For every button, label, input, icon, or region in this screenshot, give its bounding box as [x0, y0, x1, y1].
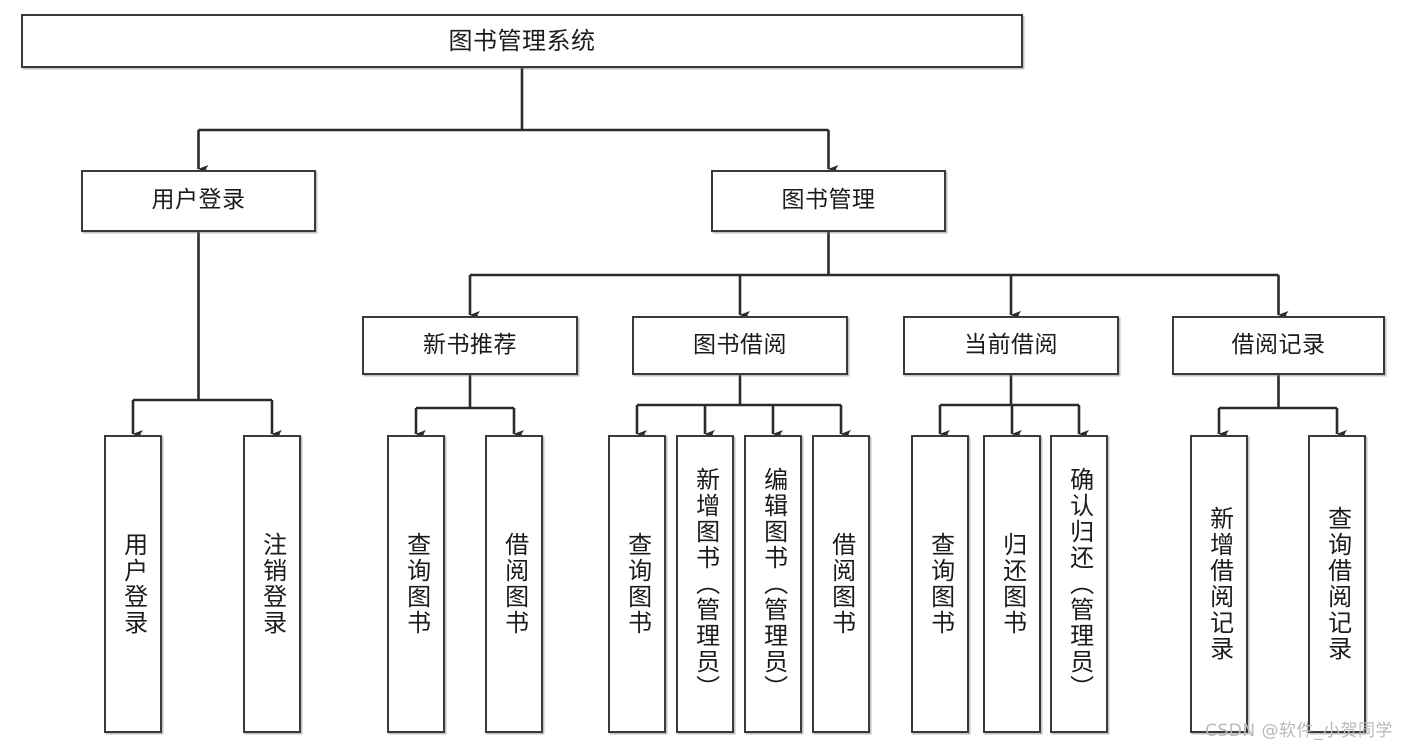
leaf-add-borrow-record[interactable]: 新增借阅记录 — [1190, 435, 1248, 733]
node-new-book-recommend-label: 新书推荐 — [423, 331, 517, 358]
leaf-logout[interactable]: 注销登录 — [243, 435, 301, 733]
leaf-confirm-return-label: 确认归还（管理员） — [1065, 467, 1094, 701]
leaf-edit-book-label: 编辑图书（管理员） — [759, 467, 788, 701]
node-user-login[interactable]: 用户登录 — [81, 170, 316, 232]
leaf-edit-book[interactable]: 编辑图书（管理员） — [744, 435, 802, 733]
node-book-borrow[interactable]: 图书借阅 — [632, 316, 848, 375]
node-book-borrow-label: 图书借阅 — [693, 331, 787, 358]
leaf-borrow-book[interactable]: 借阅图书 — [812, 435, 870, 733]
leaf-query-book-recommend[interactable]: 查询图书 — [387, 435, 445, 733]
node-borrow-record[interactable]: 借阅记录 — [1172, 316, 1385, 375]
leaf-return-book-label: 归还图书 — [998, 532, 1027, 636]
node-new-book-recommend[interactable]: 新书推荐 — [362, 316, 578, 375]
node-root-label: 图书管理系统 — [448, 26, 596, 55]
node-book-manage[interactable]: 图书管理 — [711, 170, 946, 232]
node-current-borrow[interactable]: 当前借阅 — [903, 316, 1119, 375]
leaf-query-book-borrow-label: 查询图书 — [623, 532, 652, 636]
leaf-return-book[interactable]: 归还图书 — [983, 435, 1041, 733]
node-borrow-record-label: 借阅记录 — [1231, 331, 1326, 358]
leaf-query-book-current-label: 查询图书 — [926, 532, 955, 636]
node-user-login-label: 用户登录 — [151, 187, 246, 214]
leaf-user-login-label: 用户登录 — [119, 532, 148, 636]
leaf-query-borrow-record-label: 查询借阅记录 — [1323, 506, 1352, 662]
watermark: CSDN @软件_小贺同学 — [1205, 721, 1393, 741]
node-current-borrow-label: 当前借阅 — [964, 331, 1058, 358]
leaf-add-borrow-record-label: 新增借阅记录 — [1205, 506, 1234, 662]
leaf-query-book-current[interactable]: 查询图书 — [911, 435, 969, 733]
leaf-logout-label: 注销登录 — [258, 532, 287, 636]
leaf-add-book[interactable]: 新增图书（管理员） — [676, 435, 734, 733]
leaf-query-book-recommend-label: 查询图书 — [402, 532, 431, 636]
node-root[interactable]: 图书管理系统 — [21, 14, 1023, 68]
leaf-confirm-return[interactable]: 确认归还（管理员） — [1050, 435, 1108, 733]
leaf-borrow-book-label: 借阅图书 — [827, 532, 856, 636]
leaf-user-login[interactable]: 用户登录 — [104, 435, 162, 733]
node-book-manage-label: 图书管理 — [781, 187, 876, 214]
leaf-query-book-borrow[interactable]: 查询图书 — [608, 435, 666, 733]
leaf-borrow-book-recommend[interactable]: 借阅图书 — [485, 435, 543, 733]
leaf-add-book-label: 新增图书（管理员） — [691, 467, 720, 701]
leaf-query-borrow-record[interactable]: 查询借阅记录 — [1308, 435, 1366, 733]
leaf-borrow-book-recommend-label: 借阅图书 — [500, 532, 529, 636]
